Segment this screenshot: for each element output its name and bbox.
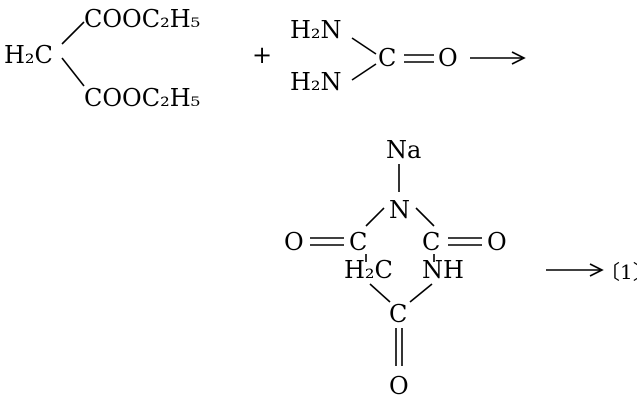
urea: H₂N H₂N C O: [290, 16, 458, 96]
bond: [61, 21, 85, 45]
bond: [351, 37, 377, 55]
diethyl-malonate: H₂C COOC₂H₅ COOC₂H₅: [4, 5, 200, 112]
oxygen-label: O: [438, 44, 458, 72]
ring-n-label: N: [389, 196, 410, 224]
bond: [369, 283, 391, 303]
amine-bottom-label: H₂N: [290, 68, 342, 96]
bond: [365, 207, 385, 227]
nh-label: NH: [422, 256, 464, 284]
result-label: 〔1〕: [600, 260, 637, 284]
ch2-ring-label: H₂C: [344, 256, 393, 284]
bond: [409, 283, 433, 303]
bond: [415, 207, 435, 227]
plus-sign: +: [252, 41, 272, 69]
right-o-label: O: [487, 228, 507, 256]
sodium-label: Na: [386, 136, 421, 164]
bond: [61, 57, 85, 87]
left-c-label: C: [349, 228, 367, 256]
bond: [351, 63, 377, 81]
ester-top-label: COOC₂H₅: [84, 5, 200, 33]
sodium-barbiturate: Na N O C C O H₂C NH C O: [284, 136, 507, 400]
right-c-label: C: [422, 228, 440, 256]
bottom-c-label: C: [389, 300, 407, 328]
reaction-arrow-1: [470, 51, 526, 65]
ch2-label: H₂C: [4, 41, 53, 69]
left-o-label: O: [284, 228, 304, 256]
amine-top-label: H₂N: [290, 16, 342, 44]
bottom-o-label: O: [389, 372, 409, 400]
reaction-arrow-2: [546, 263, 604, 277]
ester-bottom-label: COOC₂H₅: [84, 84, 200, 112]
carbon-label: C: [378, 44, 396, 72]
